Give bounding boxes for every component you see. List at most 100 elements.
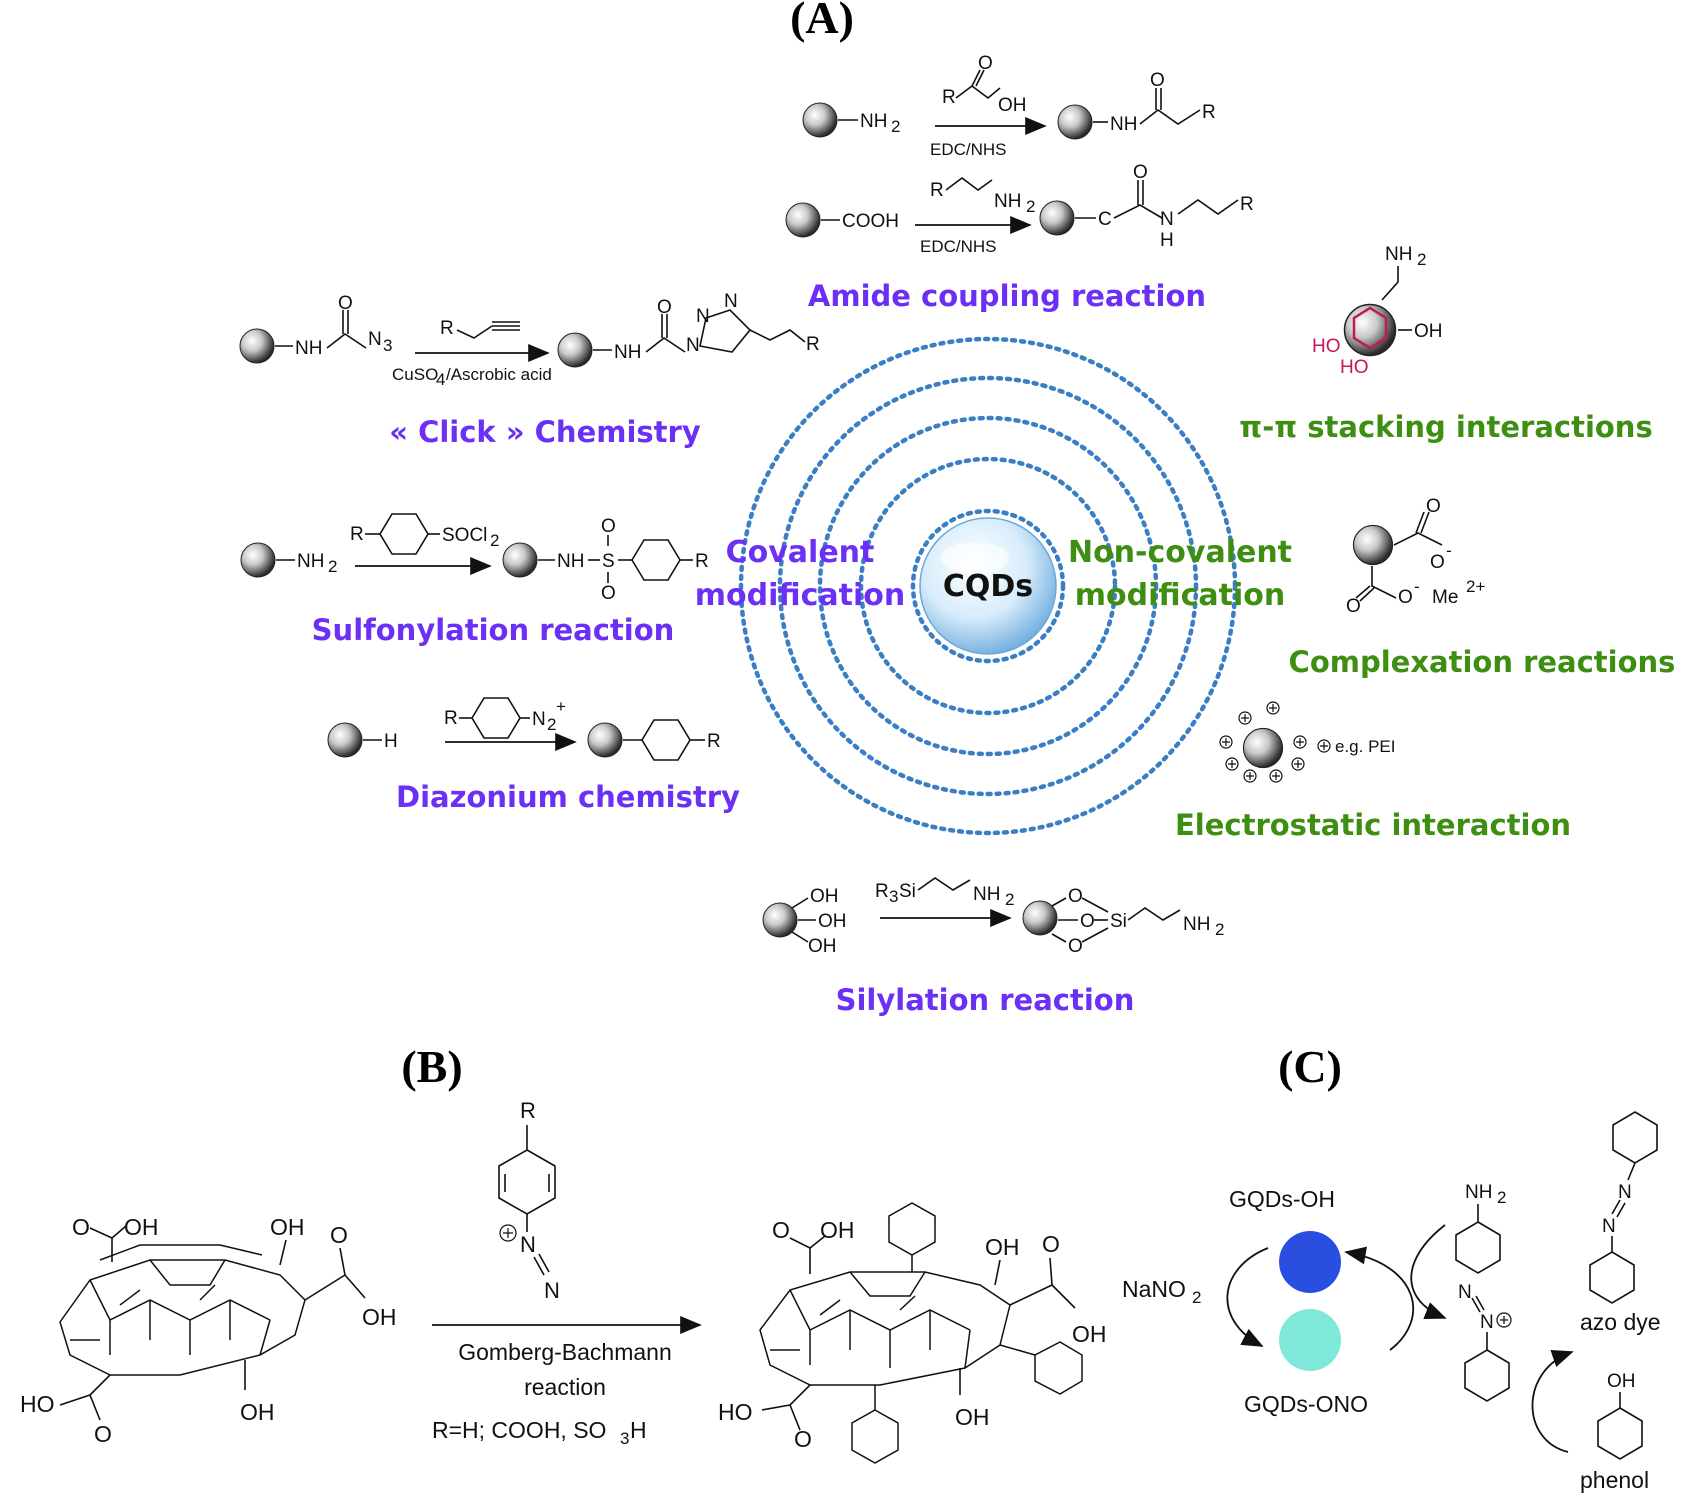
concentric-rings [738,336,1238,836]
svg-text:NH: NH [860,111,887,132]
core-label: CQDs [943,569,1033,604]
aniline: NH 2 [1455,1182,1506,1274]
svg-text:2: 2 [1497,1188,1506,1207]
svg-text:-: - [1446,541,1452,560]
svg-text:NH: NH [1465,1182,1492,1203]
svg-text:OH: OH [1414,321,1443,342]
phenol: OH [1597,1371,1643,1460]
svg-text:OH: OH [818,911,847,932]
svg-text:O: O [72,1214,90,1240]
svg-text:OH: OH [985,1234,1020,1260]
svg-text:O: O [772,1217,790,1243]
svg-text:R: R [440,318,454,339]
svg-text:2: 2 [1417,250,1426,269]
panel-label-a: (A) [790,0,854,43]
svg-text:2: 2 [490,531,499,550]
svg-text:NH: NH [557,551,584,572]
svg-text:SOCl: SOCl [442,525,487,546]
svg-text:R: R [1240,194,1254,215]
pipi-structure: NH 2 OH HO HO [1312,244,1443,378]
svg-text:N: N [686,335,700,356]
aniline-arrow [1410,1224,1447,1319]
graphene-start [59,1244,306,1376]
svg-text:HO: HO [1340,357,1369,378]
svg-text:O: O [794,1426,812,1452]
svg-text:O: O [1042,1231,1060,1257]
svg-text:O: O [338,293,353,314]
svg-text:+: + [556,697,566,716]
amide-reaction-1: NH 2 R O OH EDC/NHS NH O R [802,53,1216,159]
svg-text:3: 3 [383,336,392,355]
complex-title: Complexation reactions [1289,645,1676,679]
svg-text:O: O [1080,911,1095,932]
svg-text:2: 2 [1005,890,1014,909]
svg-text:2+: 2+ [1466,577,1485,596]
svg-text:NaNO: NaNO [1122,1276,1186,1302]
diazonium-ion: N N [1458,1282,1512,1402]
svg-text:HO: HO [718,1399,753,1425]
svg-text:R=H; COOH, SO: R=H; COOH, SO [432,1417,606,1443]
svg-text:R: R [695,551,709,572]
svg-text:2: 2 [1026,197,1035,216]
svg-text:N: N [1480,1312,1494,1333]
svg-text:N: N [368,329,382,350]
svg-text:NH: NH [994,191,1021,212]
svg-text:O: O [1346,596,1361,617]
click-reaction: NH O N 3 R CuSO 4 /Ascrobic acid NH O N … [239,291,820,389]
diazonium-reaction: H R N 2 + R [327,697,721,761]
svg-text:S: S [602,551,615,572]
svg-text:OH: OH [998,95,1027,116]
phenol-arrow [1531,1349,1574,1453]
product-phenyls [851,1202,1083,1464]
graphene-start-labels: O OH OH O OH HO O OH [20,1214,397,1447]
svg-text:OH: OH [1072,1321,1107,1347]
sulfonylation-title: Sulfonylation reaction [312,613,675,647]
azo-dye-label: azo dye [1580,1309,1661,1335]
svg-text:R: R [942,87,956,108]
svg-text:NH: NH [973,884,1000,905]
amide-title: Amide coupling reaction [808,279,1206,313]
svg-text:H: H [384,731,398,752]
svg-text:CuSO: CuSO [392,365,438,384]
svg-text:R: R [1202,102,1216,123]
svg-text:R: R [444,708,458,729]
gomberg-reagent: R N N [498,1098,560,1303]
svg-text:NH: NH [1110,114,1137,135]
svg-text:2: 2 [328,557,337,576]
amide-reaction-2: COOH R NH 2 EDC/NHS C O N H R [785,162,1254,256]
svg-text:N: N [1602,1216,1616,1237]
svg-text:R: R [930,180,944,201]
svg-text:H: H [630,1417,647,1443]
svg-text:NH: NH [1183,914,1210,935]
svg-text:2: 2 [547,715,556,734]
svg-text:NH: NH [1385,244,1412,265]
svg-text:R: R [350,524,364,545]
svg-text:NH: NH [614,342,641,363]
svg-text:Me: Me [1432,587,1458,608]
electro-title: Electrostatic interaction [1175,808,1571,842]
gqd-ono-label: GQDs-ONO [1244,1391,1368,1417]
svg-text:COOH: COOH [842,211,899,232]
svg-text:OH: OH [270,1214,305,1240]
svg-text:N: N [696,306,710,327]
diazonium-title: Diazonium chemistry [396,780,740,814]
svg-text:N: N [724,291,738,312]
svg-text:N: N [1160,209,1174,230]
svg-text:O: O [1133,162,1148,183]
svg-text:EDC/NHS: EDC/NHS [920,237,997,256]
azo-dye: N N [1589,1111,1658,1304]
svg-text:OH: OH [820,1217,855,1243]
gqd-oh-label: GQDs-OH [1229,1186,1335,1212]
svg-text:C: C [1098,209,1112,230]
svg-text:O: O [330,1222,348,1248]
cqds-core: CQDs [919,517,1057,655]
svg-text:O: O [1430,552,1445,573]
cycle-arrow-left [1226,1247,1269,1347]
svg-text:Si: Si [899,881,916,902]
svg-text:4: 4 [436,370,445,389]
noncovalent-label-line2: modification [1075,578,1285,613]
gqd-ono-dot [1279,1309,1341,1371]
gqd-oh-dot [1279,1231,1341,1293]
svg-text:3: 3 [620,1429,629,1448]
